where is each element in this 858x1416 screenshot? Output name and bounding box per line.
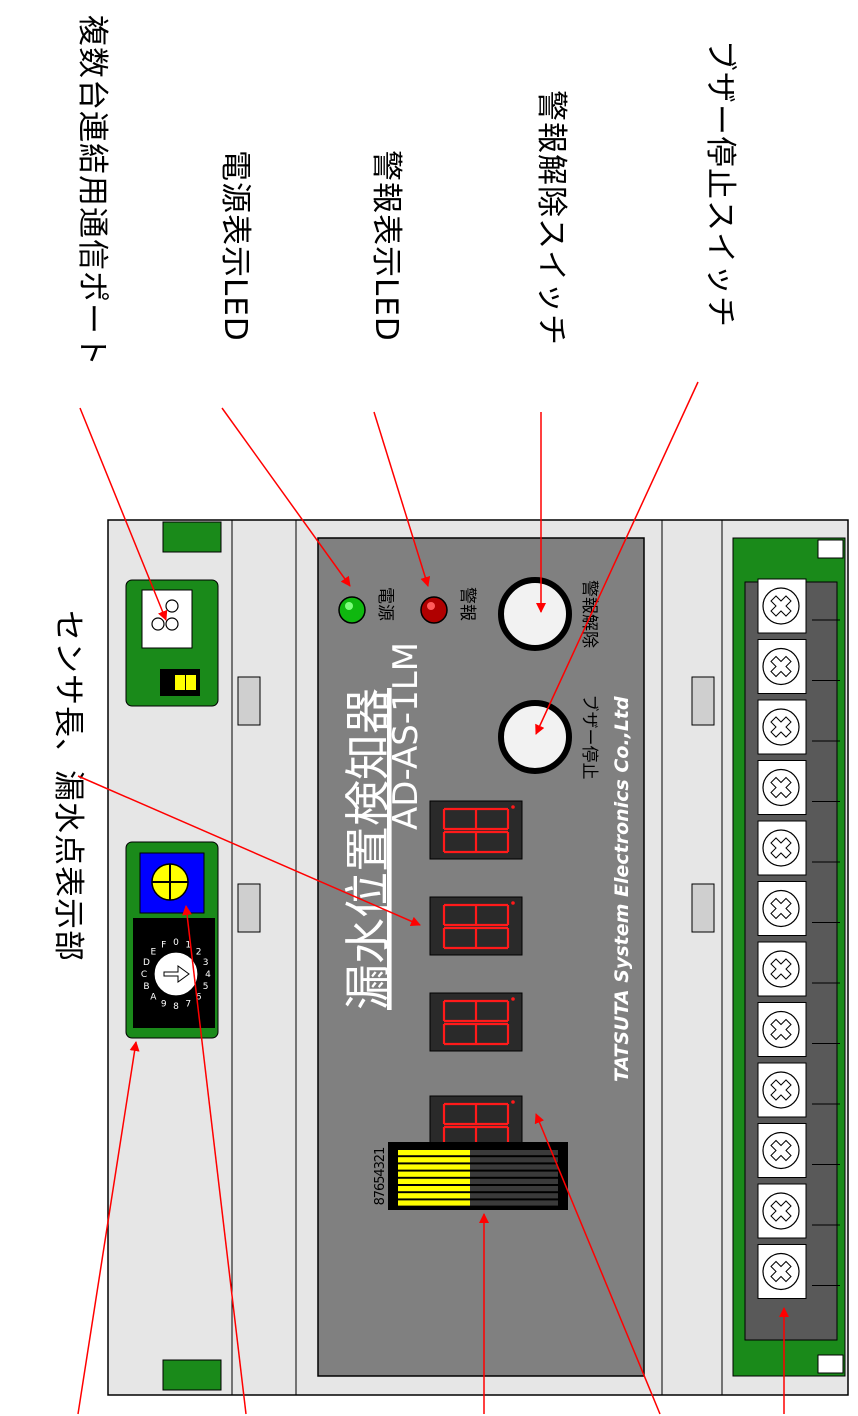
dip-slot-8 xyxy=(398,1200,558,1206)
callout-buzzer-stop: ブザー停止スイッチ xyxy=(702,40,738,328)
arrow-sensor-display xyxy=(77,775,421,926)
dip-number-2: 2 xyxy=(373,1154,388,1162)
dip-slot-7 xyxy=(398,1193,558,1199)
callout-alarm-reset: 警報解除スイッチ xyxy=(533,90,569,346)
rotary-label: 4 xyxy=(205,970,211,980)
dip-lever-1[interactable] xyxy=(398,1150,470,1156)
comm-port-board xyxy=(125,579,219,707)
dip-number-7: 7 xyxy=(373,1190,388,1198)
rotary-label: 1 xyxy=(185,940,191,950)
terminal-screw-8 xyxy=(757,1002,840,1057)
dip-number-3: 3 xyxy=(373,1161,388,1169)
rotary-label: 7 xyxy=(185,1000,191,1010)
callout-sensor-display: センサ長、漏水点表示部 xyxy=(50,610,86,962)
dip-lever-3[interactable] xyxy=(398,1164,470,1170)
dip-slot-1 xyxy=(398,1150,558,1156)
terminal-screw-4 xyxy=(757,760,840,815)
dip-lever-4[interactable] xyxy=(398,1171,470,1177)
callout-power-led: 電源表示LED xyxy=(217,150,253,342)
alarm-reset-switch[interactable] xyxy=(498,577,572,651)
seven-segment-displays xyxy=(429,800,523,1155)
seven-segment-display-2 xyxy=(429,896,523,956)
terminal-screw-2 xyxy=(757,639,840,694)
arrow-comm-port xyxy=(79,407,168,621)
seven-segment-display-1 xyxy=(429,800,523,860)
potentiometer-knob[interactable] xyxy=(151,863,189,901)
alarm-led-label: 警報 xyxy=(457,587,477,621)
dip-lever-7[interactable] xyxy=(398,1193,470,1199)
terminal-screw-12 xyxy=(757,1244,840,1299)
company-name: TATSUTA System Electronics Co.,Ltd xyxy=(611,696,633,1082)
terminal-screw-9 xyxy=(757,1062,840,1118)
rotary-label: F xyxy=(161,940,166,950)
model-number: AD-AS-1LM xyxy=(386,642,426,830)
front-panel xyxy=(317,537,645,1377)
terminal-block xyxy=(732,537,846,1377)
rotary-label: C xyxy=(141,970,147,980)
alarm-led xyxy=(420,596,448,624)
arrow-buzzer-stop xyxy=(535,381,699,735)
rotary-label: A xyxy=(150,993,157,1003)
dip-switch[interactable] xyxy=(388,1142,568,1210)
terminal-screw-6 xyxy=(757,881,840,936)
callout-comm-port: 複数台連結用通信ポート xyxy=(74,15,110,367)
buzzer-stop-switch[interactable] xyxy=(498,700,572,774)
arrow-potentiometer xyxy=(182,905,247,1415)
buzzer-stop-label: ブザー停止 xyxy=(579,695,600,780)
rotary-label: 8 xyxy=(173,1002,179,1012)
arrow-power-led xyxy=(221,407,351,587)
rotary-label: 0 xyxy=(173,938,179,948)
dip-lever-6[interactable] xyxy=(398,1186,470,1192)
terminal-screw-5 xyxy=(757,820,840,876)
dip-slot-3 xyxy=(398,1164,558,1170)
rotary-switch[interactable] xyxy=(153,951,199,997)
terminal-screw-1 xyxy=(757,578,840,634)
rotary-label: E xyxy=(151,947,157,957)
terminal-screw-3 xyxy=(757,699,840,755)
dip-lever-8[interactable] xyxy=(398,1200,470,1206)
terminal-screw-11 xyxy=(757,1183,840,1239)
rotary-label: 6 xyxy=(196,993,202,1003)
dip-slot-5 xyxy=(398,1178,558,1184)
dip-number-4: 4 xyxy=(373,1168,388,1176)
device-title: 漏水位置検知器 xyxy=(341,688,395,1010)
dip-lever-2[interactable] xyxy=(398,1157,470,1163)
seven-segment-display-3 xyxy=(429,992,523,1052)
rotary-label: 9 xyxy=(161,1000,167,1010)
callout-alarm-led: 警報表示LED xyxy=(368,150,404,342)
dip-slot-2 xyxy=(398,1157,558,1163)
arrow-alarm-led xyxy=(373,411,431,587)
dip-number-5: 5 xyxy=(373,1176,388,1184)
terminal-screw-7 xyxy=(757,941,840,997)
rotary-label: D xyxy=(143,958,150,968)
dip-number-6: 6 xyxy=(373,1183,388,1191)
rotary-label: 2 xyxy=(196,947,202,957)
callout-arrows xyxy=(77,381,789,1415)
dip-slot-6 xyxy=(398,1186,558,1192)
arrow-board xyxy=(77,1041,140,1415)
dip-number-8: 8 xyxy=(373,1197,388,1205)
power-led xyxy=(338,596,366,624)
arrow-seg-single xyxy=(534,1113,661,1415)
alarm-reset-label: 警報解除 xyxy=(579,580,599,648)
dip-slot-4 xyxy=(398,1171,558,1177)
terminal-screw-10 xyxy=(757,1123,840,1178)
rotary-label: 5 xyxy=(203,982,209,992)
dip-lever-5[interactable] xyxy=(398,1178,470,1184)
rotary-label: 3 xyxy=(203,958,209,968)
rotary-label: B xyxy=(143,982,149,992)
dip-number-1: 1 xyxy=(373,1147,388,1155)
power-led-label: 電源 xyxy=(375,587,395,621)
